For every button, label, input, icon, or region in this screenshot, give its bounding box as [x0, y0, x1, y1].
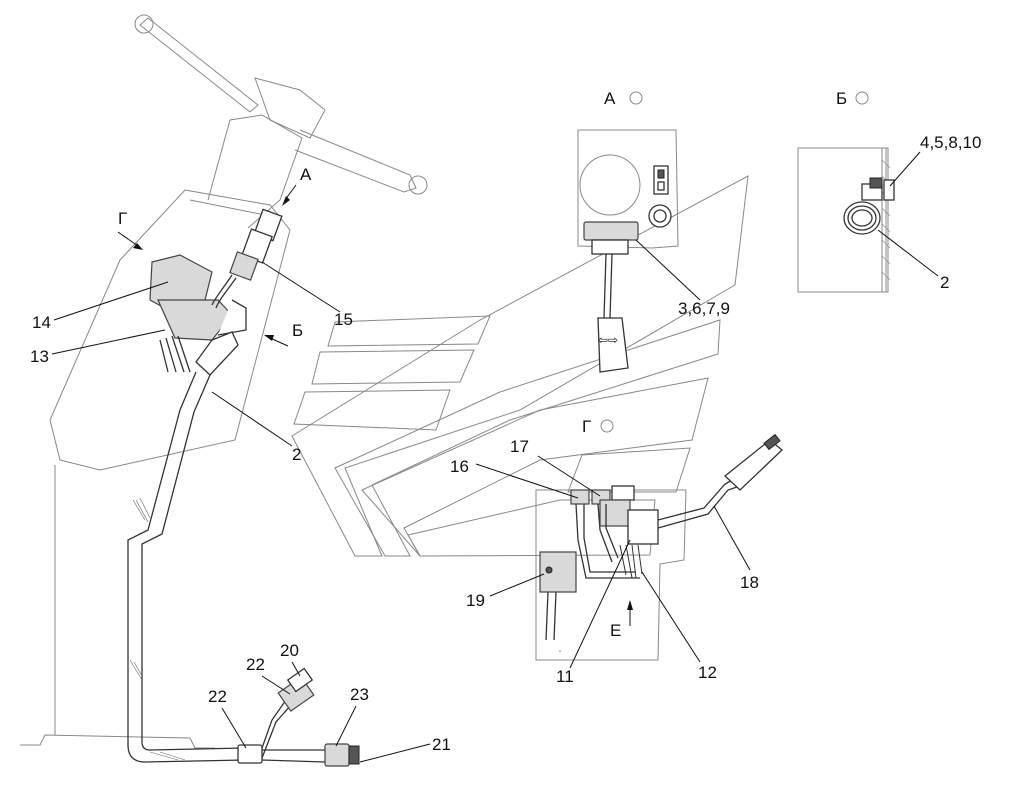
callout-21: 21: [432, 735, 451, 754]
callout-15: 15: [334, 310, 353, 329]
callout-22-bottom: 22: [208, 687, 227, 706]
view-label-a-top: А: [300, 165, 312, 184]
callout-11: 11: [556, 667, 574, 686]
callout-16: 16: [450, 457, 469, 476]
view-label-g-title: Г: [582, 417, 591, 436]
callout-18: 18: [740, 573, 759, 592]
callout-3679: 3,6,7,9: [678, 299, 730, 318]
callout-2-view-b: 2: [940, 273, 949, 292]
callout-17: 17: [510, 437, 529, 456]
view-label-g-left: Г: [118, 209, 127, 228]
view-label-e: Е: [610, 621, 621, 640]
callout-13: 13: [30, 347, 49, 366]
view-labels: А Г Б А Б Г Е: [117, 89, 869, 640]
view-label-a-title: А: [604, 89, 616, 108]
view-b-panel: [797, 147, 895, 293]
harness-branch: [237, 667, 360, 767]
callout-12: 12: [698, 663, 717, 682]
view-label-b-title: Б: [836, 89, 847, 108]
view-a-panel: ⇦⇨: [577, 129, 679, 373]
switch-direction-symbol: ⇦⇨: [598, 333, 618, 347]
callout-20: 20: [280, 641, 299, 660]
view-g-panel: [535, 433, 783, 661]
callout-19: 19: [466, 591, 485, 610]
callout-45810: 4,5,8,10: [920, 133, 981, 152]
callout-23: 23: [350, 685, 369, 704]
callout-2-main: 2: [292, 445, 301, 464]
background-bands: [291, 175, 749, 557]
main-harness-2: [127, 335, 246, 763]
callout-14: 14: [32, 313, 51, 332]
view-label-b-left: Б: [292, 321, 303, 340]
switch-block-14: [149, 254, 247, 376]
callouts: 14 13 15 2 3,6,7,9 4,5,8,10 2 16 17 18 1…: [30, 133, 981, 763]
sensor-15: [211, 208, 283, 309]
steering-column: [20, 14, 428, 749]
callout-22-top: 22: [246, 655, 265, 674]
